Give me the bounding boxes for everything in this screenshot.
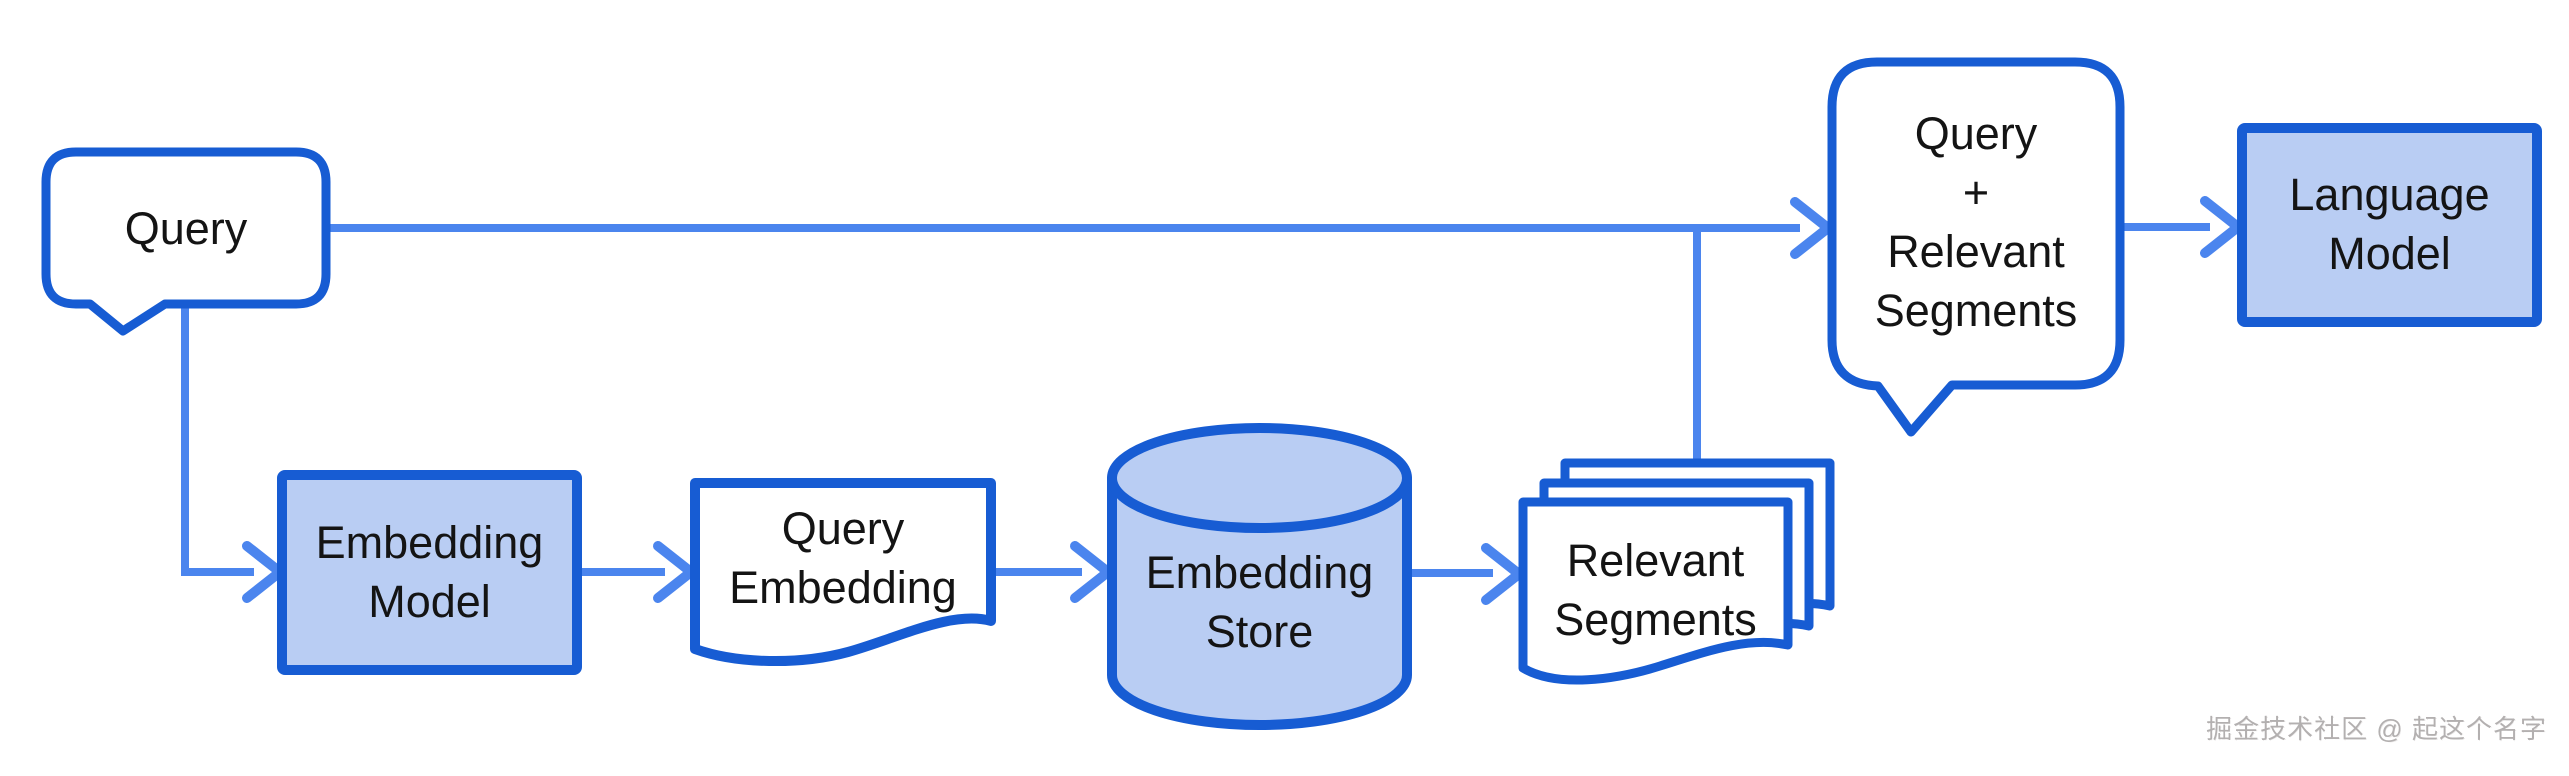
node-query-bubble — [41, 147, 331, 336]
cylinder-top — [1107, 423, 1412, 533]
node-embedding-model-box — [277, 470, 582, 675]
edge-store-to-segments — [1407, 543, 1524, 605]
edge-query-embedding-to-store — [991, 541, 1113, 603]
node-query-plus-segments-bubble — [1827, 57, 2125, 437]
stack-page-front — [1518, 497, 1793, 685]
edge-query-to-context — [330, 197, 1833, 259]
edge-query-to-embedding-model-line — [181, 302, 254, 576]
node-query-embedding-document — [690, 478, 996, 667]
node-language-model-box — [2237, 123, 2542, 327]
edge-query-to-embedding-model — [181, 302, 285, 603]
edge-model-to-query-embedding — [577, 541, 696, 603]
watermark-text: 掘金技术社区 @ 起这个名字 — [2206, 714, 2547, 744]
node-embedding-store-cylinder — [1107, 423, 1412, 730]
cylinder-body — [1107, 473, 1412, 730]
edge-context-to-language-model — [2120, 196, 2243, 258]
node-relevant-segments-stack — [1518, 458, 1835, 685]
